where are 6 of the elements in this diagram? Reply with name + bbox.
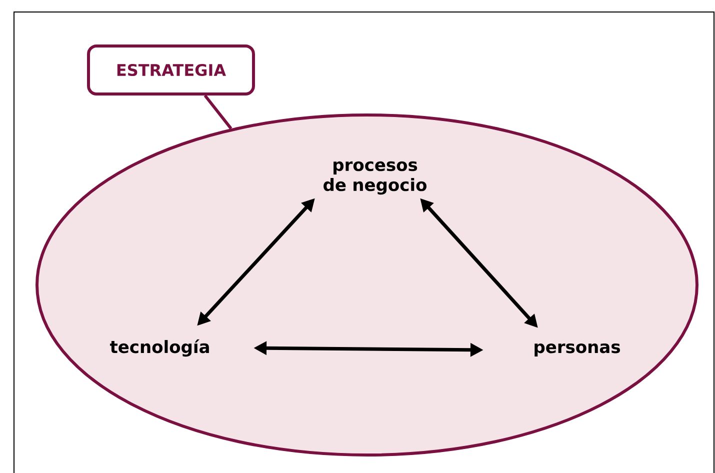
node-label: personas	[534, 343, 620, 357]
node-label: procesos de negocio	[324, 161, 426, 195]
leader-line	[204, 94, 232, 130]
node-label: tecnología	[110, 339, 209, 357]
callout-box: ESTRATEGIA	[87, 44, 255, 96]
ellipse	[36, 114, 698, 456]
